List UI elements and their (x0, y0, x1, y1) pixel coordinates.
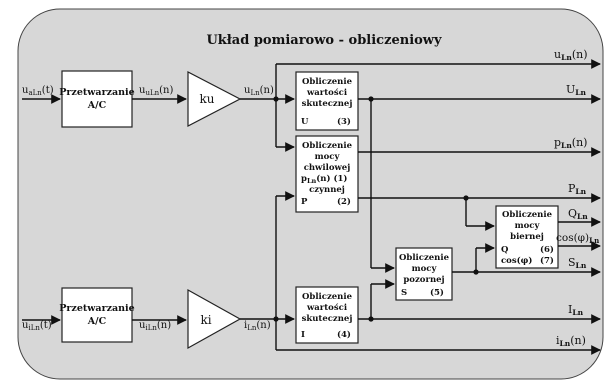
output-P: PLn (568, 182, 587, 196)
output-I: ILn (568, 303, 584, 317)
block-power-p-active: czynnej (309, 185, 345, 195)
output-U: ULn (566, 83, 587, 97)
block-rms-i-number: (4) (337, 329, 351, 340)
adc-top-block (61, 70, 133, 128)
block-power-p-number: (2) (337, 196, 351, 207)
block-rms-u-symbol: U (301, 117, 309, 127)
adc-top-output-label: uuLn(n) (139, 85, 173, 97)
adc-bottom-output-label: uiLn(n) (139, 320, 171, 332)
input-u-label: uaLn(t) (22, 85, 54, 97)
block-reactive-q-symbol: Q (501, 245, 509, 255)
block-apparent-s-number: (5) (430, 287, 444, 298)
block-apparent-s-symbol: S (401, 288, 407, 298)
output-S: SLn (568, 256, 587, 270)
output-Q: QLn (568, 207, 588, 221)
amplifier-ki-label: ki (200, 313, 211, 327)
adc-bottom-block (61, 287, 133, 343)
block-rms-u (295, 71, 359, 131)
block-reactive-q (495, 205, 559, 269)
output-cos: cos(φ)Ln (556, 232, 599, 245)
block-rms-i (295, 286, 359, 344)
block-reactive-q-cos: cos(φ) (501, 255, 532, 266)
amplifier-ku (187, 71, 242, 127)
block-apparent-s (395, 247, 453, 301)
output-u-n: uLn(n) (554, 48, 588, 62)
input-i-label: uiLn(t) (22, 320, 52, 332)
output-p-n: pLn(n) (554, 136, 587, 150)
amplifier-ku-label: ku (200, 92, 215, 106)
output-i-n: iLn(n) (556, 334, 586, 348)
block-power-p (295, 135, 359, 213)
amplifier-ki (187, 288, 242, 350)
amp-top-output-label: uLn(n) (244, 85, 274, 97)
block-power-p-symbol: P (301, 197, 308, 207)
diagram-title: Układ pomiarowo - obliczeniowy (206, 33, 442, 48)
block-reactive-q-number2: (7) (540, 255, 554, 266)
amp-bottom-output-label: iLn(n) (244, 320, 271, 332)
block-rms-u-number: (3) (337, 116, 351, 127)
block-power-p-instant: pLn(n)(1) (301, 173, 347, 185)
block-reactive-q-number: (6) (540, 244, 554, 255)
block-rms-i-symbol: I (301, 330, 305, 340)
